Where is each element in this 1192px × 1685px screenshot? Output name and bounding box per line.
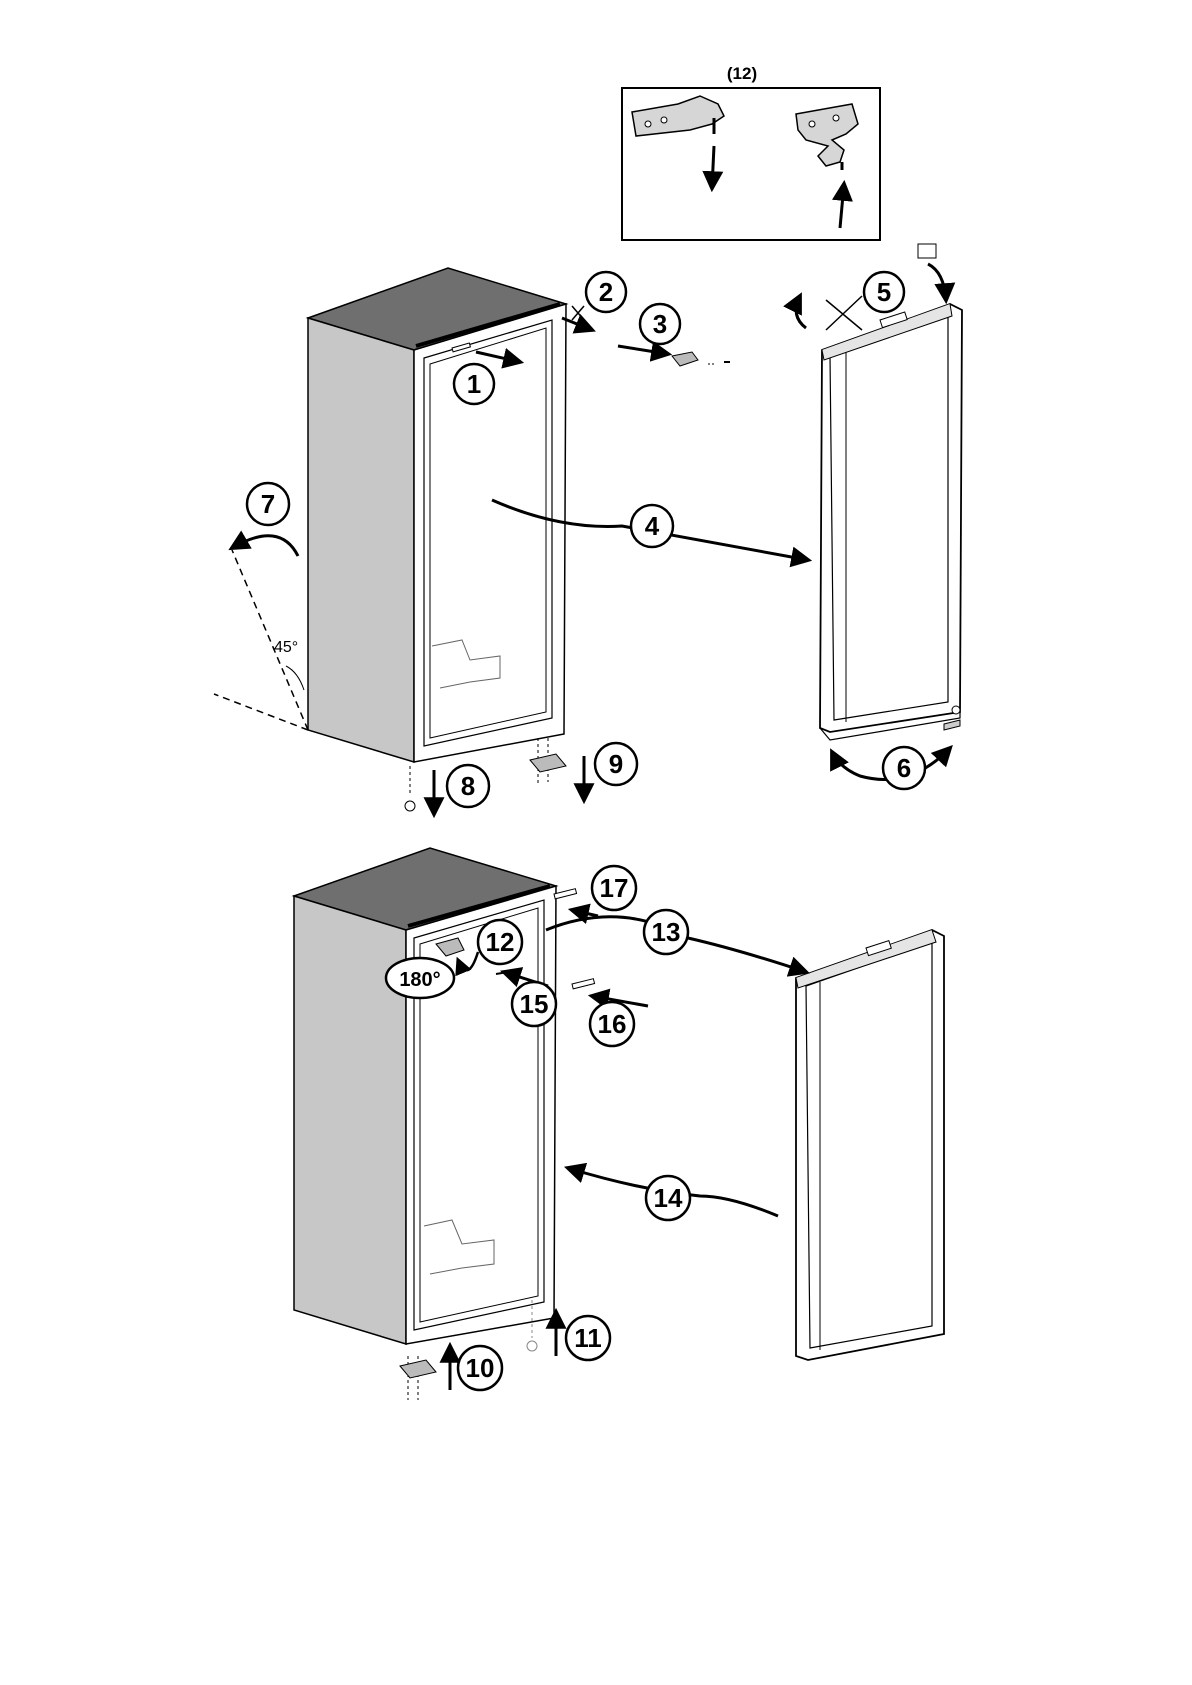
svg-text:7: 7 bbox=[261, 489, 275, 519]
step-13: 13 bbox=[644, 910, 688, 954]
step-4: 4 bbox=[631, 505, 673, 547]
fridge-door-top bbox=[820, 304, 962, 740]
svg-text:6: 6 bbox=[897, 753, 911, 783]
svg-text:5: 5 bbox=[877, 277, 891, 307]
svg-text:11: 11 bbox=[574, 1323, 602, 1353]
svg-text:14: 14 bbox=[654, 1183, 683, 1213]
svg-text:4: 4 bbox=[645, 511, 660, 541]
screw-icon bbox=[572, 306, 584, 320]
bottom-hinge-icon bbox=[530, 738, 566, 786]
step-6: 6 bbox=[883, 747, 925, 789]
step-8: 8 bbox=[447, 765, 489, 807]
cap-icon bbox=[918, 244, 936, 258]
cross-icon bbox=[826, 296, 862, 330]
step-17: 17 bbox=[592, 866, 636, 910]
fridge-door-bottom bbox=[796, 930, 944, 1360]
svg-text:12: 12 bbox=[486, 927, 515, 957]
step-5: 5 bbox=[864, 272, 904, 312]
step-16: 16 bbox=[590, 1002, 634, 1046]
svg-text:16: 16 bbox=[598, 1009, 627, 1039]
svg-text:1: 1 bbox=[467, 369, 481, 399]
top-hinge-icon bbox=[672, 352, 730, 366]
svg-text:15: 15 bbox=[520, 989, 549, 1019]
step-7: 7 bbox=[247, 483, 289, 525]
svg-text:10: 10 bbox=[466, 1353, 495, 1383]
svg-text:13: 13 bbox=[652, 917, 681, 947]
svg-text:180°: 180° bbox=[399, 969, 440, 991]
svg-text:2: 2 bbox=[599, 277, 613, 307]
fridge-cabinet-bottom bbox=[294, 848, 556, 1344]
step-3: 3 bbox=[640, 304, 680, 344]
tilt-angle-label: 45° bbox=[274, 639, 298, 656]
foot-icon bbox=[405, 766, 415, 811]
bottom-hinge-new-icon bbox=[400, 1356, 436, 1400]
step-11: 11 bbox=[566, 1316, 610, 1360]
inset-label: (12) bbox=[727, 64, 757, 83]
step-9: 9 bbox=[595, 743, 637, 785]
svg-text:17: 17 bbox=[600, 873, 629, 903]
step-2: 2 bbox=[586, 272, 626, 312]
hinge-right-icon bbox=[796, 104, 858, 228]
step-15: 15 bbox=[512, 982, 556, 1026]
step-10: 10 bbox=[458, 1346, 502, 1390]
svg-text:9: 9 bbox=[609, 749, 623, 779]
step-14: 14 bbox=[646, 1176, 690, 1220]
step-1: 1 bbox=[454, 364, 494, 404]
rotate-180-callout: 180° bbox=[386, 958, 454, 998]
step-12: 12 bbox=[478, 920, 522, 964]
hinge-left-icon bbox=[632, 96, 724, 188]
hinge-inset: (12) bbox=[622, 64, 880, 240]
svg-text:3: 3 bbox=[653, 309, 667, 339]
svg-text:8: 8 bbox=[461, 771, 475, 801]
